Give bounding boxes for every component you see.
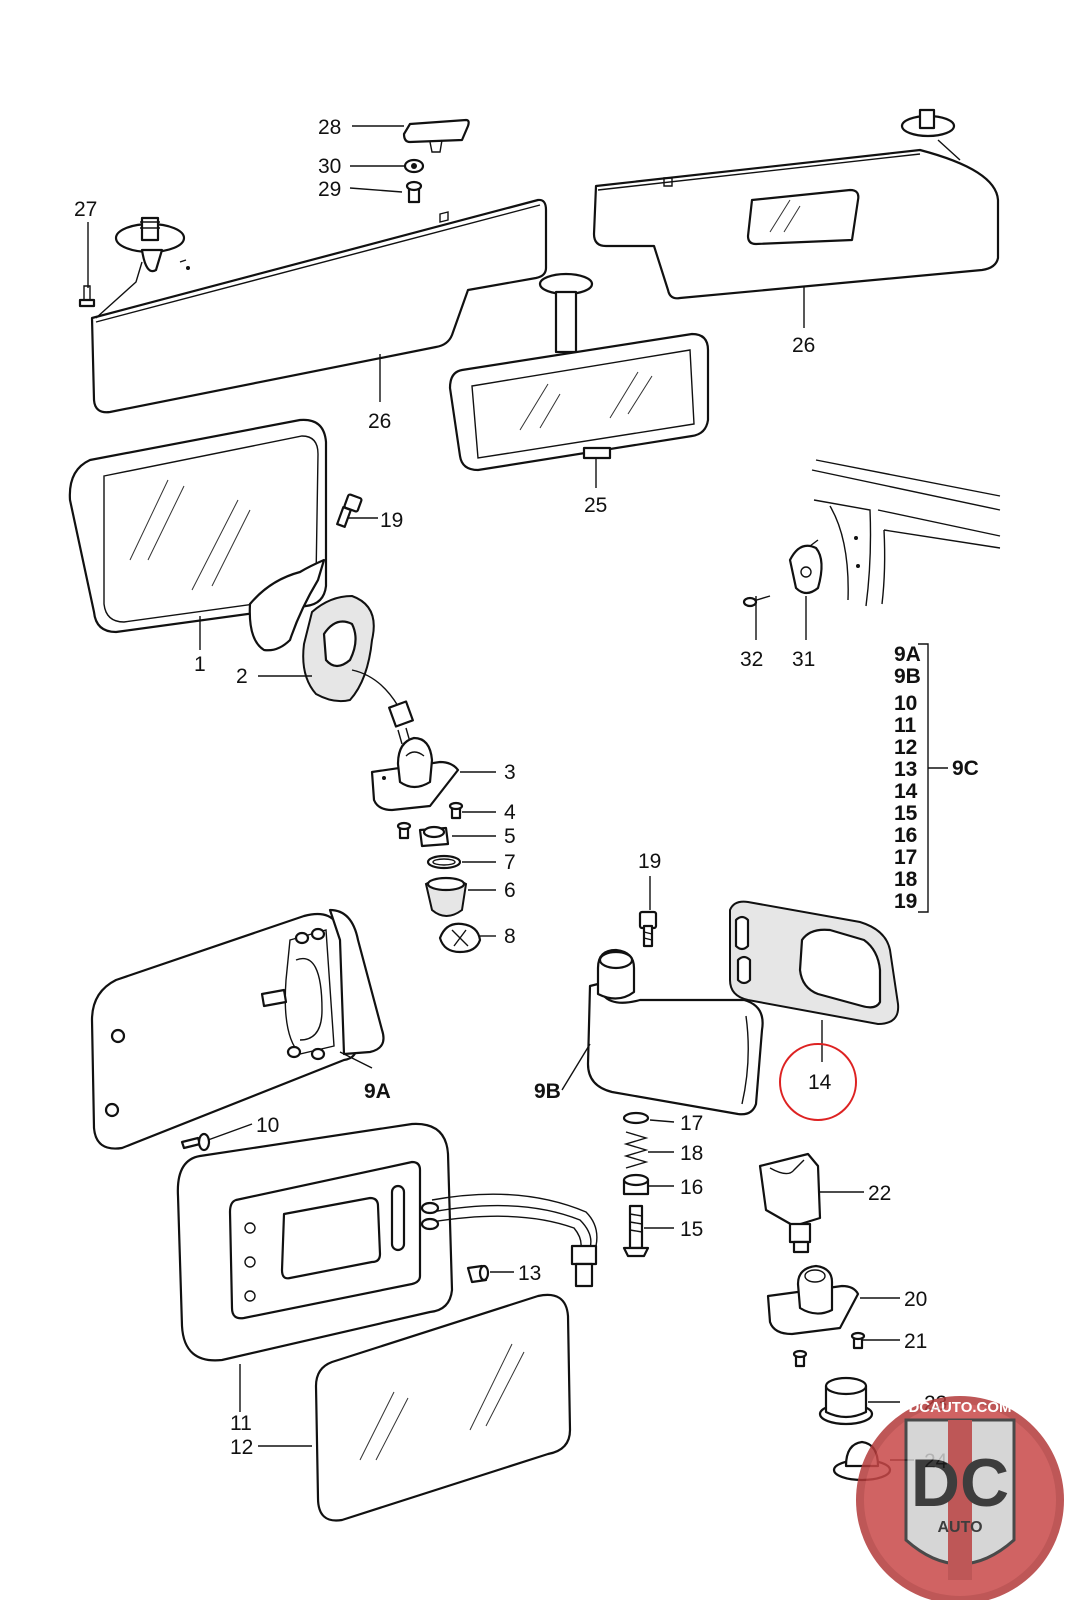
group-9c-item: 17 — [894, 846, 917, 869]
label-26-left: 26 — [368, 410, 391, 433]
label-19-top: 19 — [380, 509, 403, 532]
label-25: 25 — [584, 494, 607, 517]
bush-6 — [424, 876, 468, 917]
label-22: 22 — [868, 1182, 891, 1205]
label-1: 1 — [194, 653, 206, 676]
door-frame — [811, 459, 1001, 607]
mirror-glass-12 — [314, 1293, 572, 1522]
nut-5 — [418, 825, 450, 848]
mirror-arm-9b — [586, 948, 764, 1116]
group-9c-item: 18 — [894, 868, 918, 891]
label-28: 28 — [318, 116, 341, 139]
label-2: 2 — [236, 665, 248, 688]
label-6: 6 — [504, 879, 516, 902]
group-9c-item: 11 — [894, 714, 917, 737]
ring-7 — [426, 854, 462, 870]
spring-18 — [623, 1131, 649, 1169]
group-9c-item: 14 — [894, 780, 918, 803]
group-9c-item: 19 — [894, 890, 917, 913]
label-10: 10 — [256, 1114, 279, 1137]
label-31: 31 — [792, 648, 815, 671]
screw-29 — [405, 180, 423, 204]
label-15: 15 — [680, 1218, 703, 1241]
group-9c-item: 13 — [894, 758, 917, 781]
mirror-base-3 — [370, 736, 460, 812]
label-3: 3 — [504, 761, 516, 784]
label-26-right: 26 — [792, 334, 815, 357]
right-sun-visor — [592, 108, 1000, 300]
base-20 — [766, 1264, 860, 1336]
label-16: 16 — [680, 1176, 703, 1199]
label-29: 29 — [318, 178, 341, 201]
label-20: 20 — [904, 1288, 927, 1311]
label-30: 30 — [318, 155, 341, 178]
dc-auto-logo: DCAUTO.COM DC AUTO — [856, 1396, 1064, 1604]
label-13: 13 — [518, 1262, 541, 1285]
bush-23 — [818, 1376, 874, 1426]
label-11: 11 — [230, 1412, 252, 1435]
gasket-14 — [729, 900, 900, 1026]
screw-4b — [396, 821, 412, 840]
washer-17 — [622, 1111, 650, 1125]
label-17: 17 — [680, 1112, 703, 1135]
visor-clip-28 — [402, 118, 470, 153]
label-4: 4 — [504, 801, 516, 824]
label-5: 5 — [504, 825, 516, 848]
outside-mirror-1 — [68, 418, 414, 745]
striker-31 — [788, 539, 823, 595]
label-9c: 9C — [952, 757, 979, 780]
mirror-housing-9a — [90, 908, 385, 1150]
left-sun-visor — [78, 198, 548, 414]
nut-16 — [622, 1173, 650, 1196]
label-12: 12 — [230, 1436, 253, 1459]
group-9c-item: 9A — [894, 643, 921, 666]
screw-13 — [466, 1264, 490, 1284]
label-9a: 9A — [364, 1080, 391, 1103]
screw-10 — [180, 1132, 211, 1152]
logo-dc: DC — [911, 1445, 1009, 1521]
mirror-body-11 — [176, 1122, 598, 1362]
group-9c-item: 15 — [894, 802, 918, 825]
label-7: 7 — [504, 851, 516, 874]
switch-22 — [758, 1152, 822, 1254]
bolt-15 — [622, 1204, 650, 1258]
label-9b: 9B — [534, 1080, 561, 1103]
highlight-circle — [779, 1043, 857, 1121]
group-9c-item: 16 — [894, 824, 917, 847]
nut-30 — [403, 158, 425, 174]
screw-4 — [448, 801, 464, 820]
group-9c-item: 12 — [894, 736, 917, 759]
label-8: 8 — [504, 925, 516, 948]
label-27: 27 — [74, 198, 97, 221]
label-14: 14 — [808, 1071, 832, 1094]
label-21: 21 — [904, 1330, 927, 1353]
group-9c-item: 9B — [894, 665, 921, 688]
label-19-mid: 19 — [638, 850, 661, 873]
screw-21b — [792, 1349, 808, 1368]
screw-21 — [850, 1331, 866, 1350]
label-32: 32 — [740, 648, 763, 671]
logo-site: DCAUTO.COM — [908, 1399, 1011, 1416]
group-9c-list: 9A 9B 10 11 12 13 14 15 16 17 18 19 — [894, 643, 948, 913]
callout-labels: 28 30 29 27 26 26 25 19 1 2 32 31 3 9C 4… — [74, 116, 979, 1473]
screw-19b — [638, 910, 658, 948]
screw-32 — [742, 595, 771, 608]
cap-8 — [438, 922, 482, 954]
group-9c-item: 10 — [894, 692, 917, 715]
interior-mirror-25 — [448, 272, 710, 472]
label-18: 18 — [680, 1142, 703, 1165]
leader-lines — [87, 125, 914, 1461]
screw-19a — [336, 493, 363, 528]
logo-auto: AUTO — [937, 1519, 982, 1536]
